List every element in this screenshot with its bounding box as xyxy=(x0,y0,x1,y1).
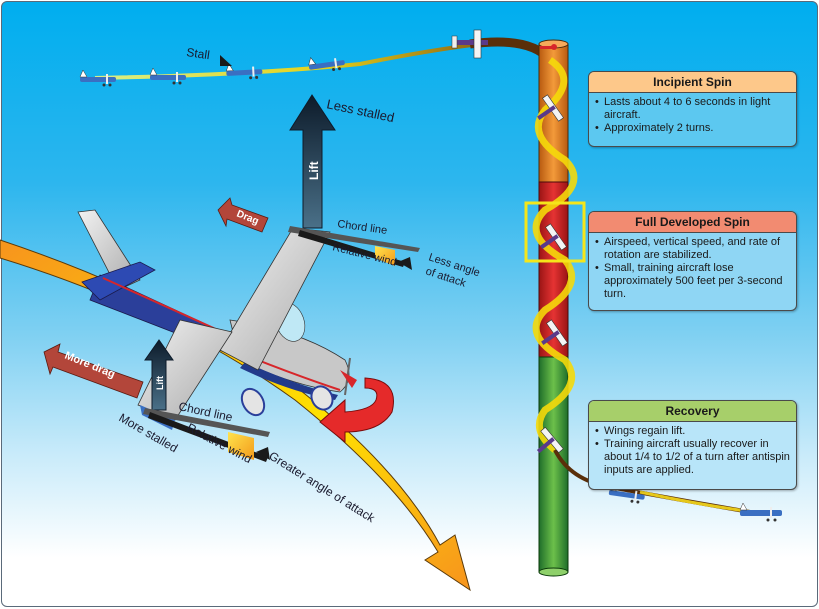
rotation-arrow-icon xyxy=(319,377,394,444)
plane-level-1 xyxy=(79,69,116,87)
label-lift-upper: Lift xyxy=(307,161,321,180)
drag-arrow-upper xyxy=(217,197,269,233)
plane-stall-top xyxy=(451,29,488,59)
label-chord-line-upper: Chord line xyxy=(337,218,388,237)
label-stall: Stall xyxy=(186,45,211,62)
phase-title: Recovery xyxy=(589,401,796,422)
phase-title: Full Developed Spin xyxy=(589,212,796,233)
plane-level-2 xyxy=(149,67,186,85)
spin-column xyxy=(532,39,761,577)
aoa-wedge-upper xyxy=(375,246,395,266)
rotation-path-arrow xyxy=(0,239,471,592)
phase-box-incipient-spin: Incipient Spin •Lasts about 4 to 6 secon… xyxy=(588,71,797,147)
chord-line-lower xyxy=(143,408,270,437)
phase-bullet: •Wings regain lift. xyxy=(595,425,686,437)
phase-box-full-developed-spin: Full Developed Spin •Airspeed, vertical … xyxy=(588,211,797,311)
phase-title: Incipient Spin xyxy=(589,72,796,93)
phase-bullet: •Airspeed, vertical speed, and rate of r… xyxy=(595,236,781,261)
plane-level-3 xyxy=(225,63,263,80)
drag-arrow-lower xyxy=(43,343,144,399)
aoa-pointer-lower-icon xyxy=(256,447,270,460)
phase-bullet: •Lasts about 4 to 6 seconds in light air… xyxy=(595,96,771,121)
stall-marker-icon xyxy=(220,55,232,66)
plane-spin-1 xyxy=(537,94,564,122)
chord-line-upper xyxy=(288,226,420,252)
plane-recovery-2 xyxy=(739,502,782,522)
main-airplane xyxy=(77,209,357,430)
phase-bullet: •Small, training aircraft lose approxima… xyxy=(595,262,783,300)
aoa-pointer-upper-icon xyxy=(398,257,412,270)
plane-level-4 xyxy=(308,57,345,72)
plane-spin-3 xyxy=(541,319,568,347)
aoa-wedge-lower xyxy=(228,432,254,460)
phase-bullet: •Training aircraft usually recover in ab… xyxy=(595,438,790,476)
lift-arrow-upper xyxy=(289,94,336,229)
label-lift-lower: Lift xyxy=(155,376,165,390)
plane-spin-2 xyxy=(540,223,567,251)
plane-spin-4 xyxy=(536,426,564,454)
plane-mini-red xyxy=(540,44,557,50)
label-less-stalled: Less stalled xyxy=(325,96,395,125)
label-greater-angle: Greater angle of attack xyxy=(266,449,378,526)
phase-box-recovery: Recovery •Wings regain lift. •Training a… xyxy=(588,400,797,490)
highlight-frame xyxy=(524,201,586,263)
phase-bullet: •Approximately 2 turns. xyxy=(595,122,714,134)
